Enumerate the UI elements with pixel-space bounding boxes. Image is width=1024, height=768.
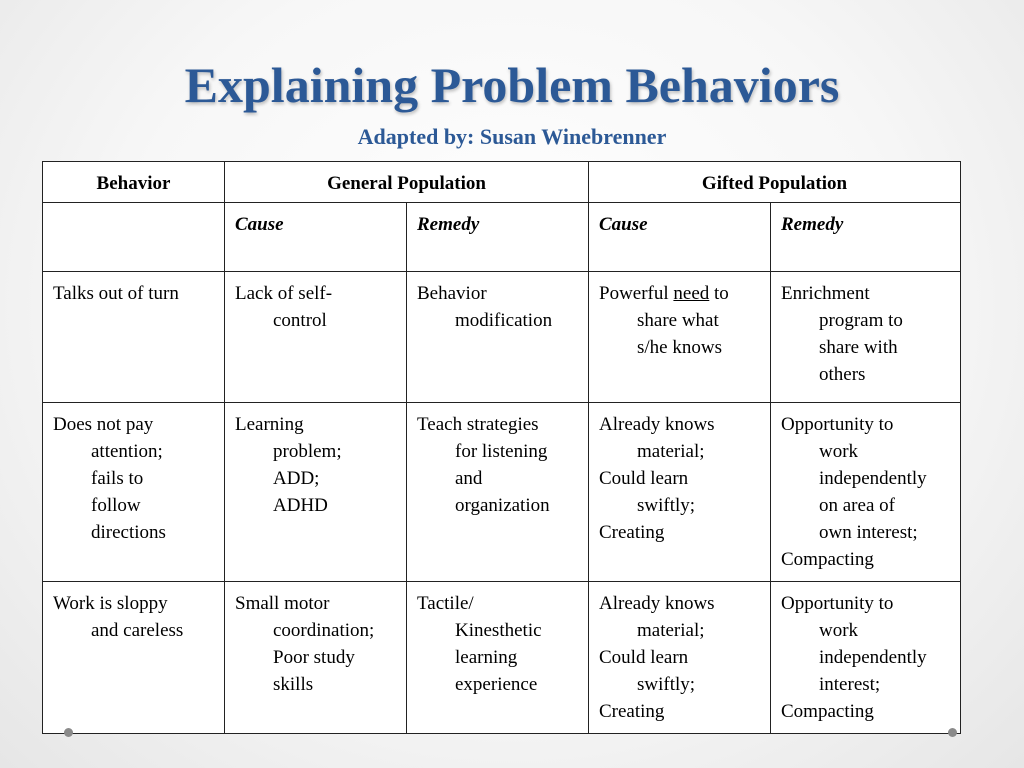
- cell-line: Creating: [599, 522, 665, 543]
- cell-line: Tactile/: [417, 593, 474, 614]
- cell-line: Talks out of turn: [53, 283, 179, 304]
- cell-line: problem;: [273, 441, 342, 462]
- cell-line: Work is sloppy: [53, 593, 168, 614]
- cell-line: share with: [819, 337, 898, 358]
- cell-line: follow: [91, 495, 141, 516]
- cell-line: Creating: [599, 701, 665, 722]
- cell-line: own interest;: [819, 522, 918, 543]
- cell-gifted-cause: Powerful need to share what s/he knows: [588, 271, 771, 403]
- cell-line: Already knows: [599, 593, 715, 614]
- cell-general-cause: Learning problem; ADD; ADHD: [224, 402, 407, 582]
- cell-text-part: to: [709, 283, 729, 304]
- cell-line: learning: [455, 647, 518, 668]
- cell-line: fails to: [91, 468, 144, 489]
- cell-line: modification: [455, 310, 553, 331]
- table-row: Work is sloppy and careless Small motor …: [42, 581, 961, 734]
- cell-line: and: [455, 468, 483, 489]
- table-row: Does not pay attention; fails to follow …: [42, 402, 961, 582]
- table-row: Talks out of turn Lack of self- control …: [42, 271, 961, 403]
- cell-line: work: [819, 620, 859, 641]
- cell-general-remedy: Behavior modification: [406, 271, 589, 403]
- cell-line: and careless: [91, 620, 184, 641]
- cell-gifted-remedy: Opportunity to work independently intere…: [770, 581, 961, 734]
- subheader-gifted-cause: Cause: [588, 202, 771, 272]
- cell-line: material;: [637, 441, 705, 462]
- cell-gifted-remedy: Opportunity to work independently on are…: [770, 402, 961, 582]
- cell-line: s/he knows: [637, 337, 722, 358]
- cell-line: organization: [455, 495, 550, 516]
- cell-gifted-remedy: Enrichment program to share with others: [770, 271, 961, 403]
- cell-gifted-cause: Already knows material; Could learn swif…: [588, 402, 771, 582]
- cell-line: Opportunity to: [781, 593, 894, 614]
- header-general-population: General Population: [224, 161, 589, 203]
- cell-line: experience: [455, 674, 538, 695]
- cell-line: independently: [819, 468, 927, 489]
- table-header-row: Behavior General Population Gifted Popul…: [42, 161, 961, 203]
- subheader-general-cause: Cause: [224, 202, 407, 272]
- cell-line: ADD;: [273, 468, 320, 489]
- cell-behavior: Talks out of turn: [42, 271, 225, 403]
- cell-line: work: [819, 441, 859, 462]
- slide-subtitle: Adapted by: Susan Winebrenner: [357, 124, 667, 149]
- cell-general-remedy: Teach strategies for listening and organ…: [406, 402, 589, 582]
- cell-general-remedy: Tactile/ Kinesthetic learning experience: [406, 581, 589, 734]
- cell-behavior: Work is sloppy and careless: [42, 581, 225, 734]
- cell-line: Could learn: [599, 468, 689, 489]
- cell-line: for listening: [455, 441, 548, 462]
- cell-line: Could learn: [599, 647, 689, 668]
- header-gifted-population: Gifted Population: [588, 161, 961, 203]
- cell-line: interest;: [819, 674, 881, 695]
- decorative-dot-right: [948, 728, 957, 737]
- cell-line: Small motor: [235, 593, 330, 614]
- cell-line: swiftly;: [637, 495, 696, 516]
- cell-line: Compacting: [781, 549, 874, 570]
- subheader-empty: [42, 202, 225, 272]
- table-subheader-row: Cause Remedy Cause Remedy: [42, 202, 961, 272]
- cell-general-cause: Small motor coordination; Poor study ski…: [224, 581, 407, 734]
- cell-line: Lack of self-: [235, 283, 333, 304]
- cell-line: Learning: [235, 414, 304, 435]
- cell-line: Teach strategies: [417, 414, 539, 435]
- underlined-word: need: [673, 283, 710, 304]
- cell-gifted-cause: Already knows material; Could learn swif…: [588, 581, 771, 734]
- cell-line: coordination;: [273, 620, 375, 641]
- cell-line: on area of: [819, 495, 895, 516]
- cell-line: share what: [637, 310, 719, 331]
- cell-general-cause: Lack of self- control: [224, 271, 407, 403]
- cell-line: Poor study: [273, 647, 355, 668]
- cell-line: ADHD: [273, 495, 328, 516]
- cell-line: Opportunity to: [781, 414, 894, 435]
- header-behavior: Behavior: [42, 161, 225, 203]
- cell-text-part: Powerful: [599, 283, 674, 304]
- behaviors-table: Behavior General Population Gifted Popul…: [42, 161, 961, 734]
- cell-line: material;: [637, 620, 705, 641]
- cell-line: Kinesthetic: [455, 620, 542, 641]
- cell-line: Does not pay: [53, 414, 154, 435]
- cell-line: control: [273, 310, 327, 331]
- cell-line: Behavior: [417, 283, 487, 304]
- cell-line: Powerful need to: [599, 280, 760, 307]
- cell-line: others: [819, 364, 866, 385]
- cell-behavior: Does not pay attention; fails to follow …: [42, 402, 225, 582]
- subheader-gifted-remedy: Remedy: [770, 202, 961, 272]
- cell-line: swiftly;: [637, 674, 696, 695]
- cell-line: attention;: [91, 441, 163, 462]
- cell-line: Compacting: [781, 701, 874, 722]
- cell-line: program to: [819, 310, 903, 331]
- cell-line: independently: [819, 647, 927, 668]
- decorative-dot-left: [64, 728, 73, 737]
- cell-line: Already knows: [599, 414, 715, 435]
- subheader-general-remedy: Remedy: [406, 202, 589, 272]
- cell-line: skills: [273, 674, 314, 695]
- slide-title: Explaining Problem Behaviors: [184, 57, 840, 113]
- cell-line: Enrichment: [781, 283, 870, 304]
- cell-line: directions: [91, 522, 166, 543]
